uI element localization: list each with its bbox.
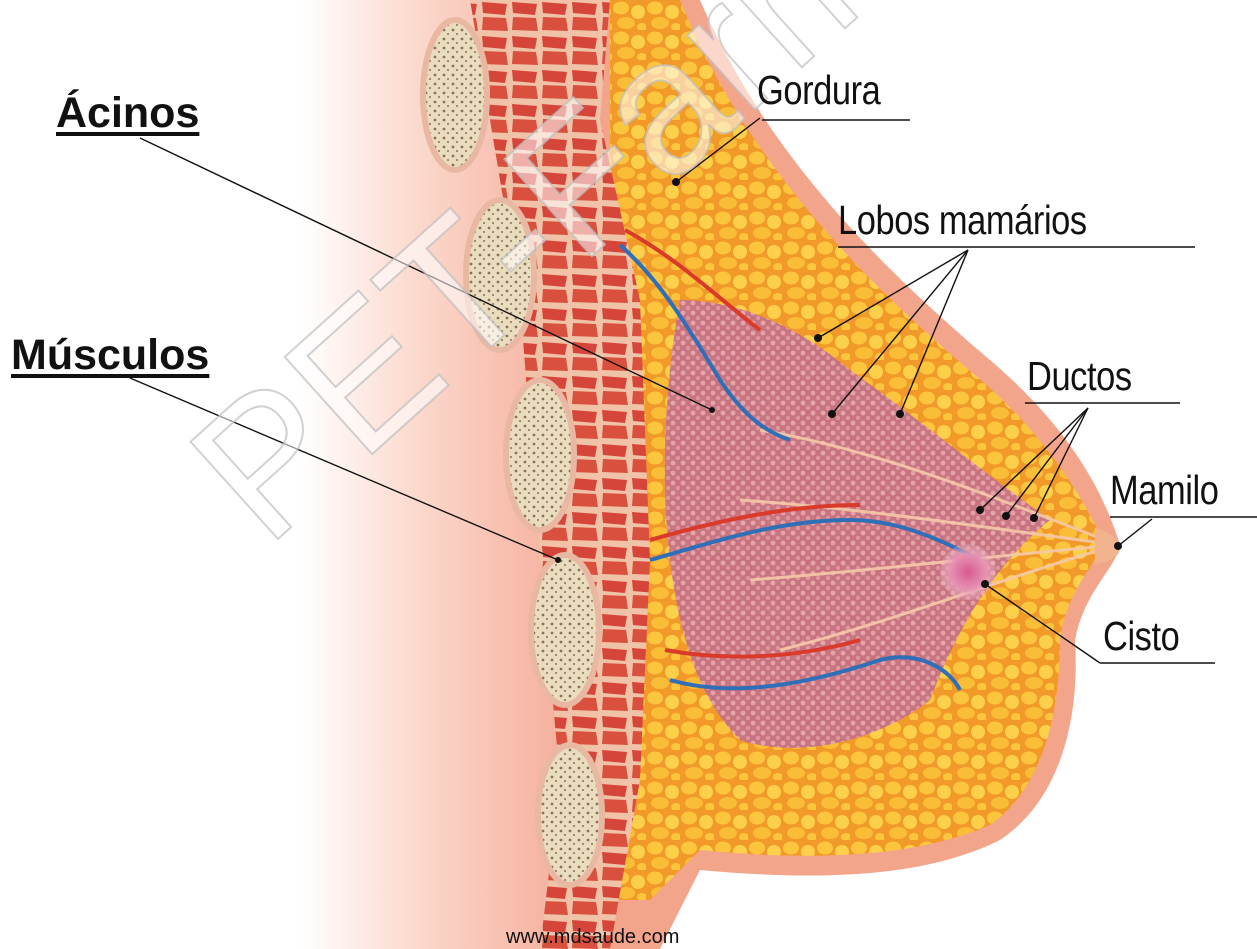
label-cisto: Cisto — [1103, 616, 1179, 657]
label-ductos: Ductos — [1027, 356, 1132, 397]
cyst — [940, 544, 996, 600]
label-lobos: Lobos mamários — [838, 200, 1087, 241]
label-musculos: Músculos — [11, 334, 209, 377]
label-gordura: Gordura — [757, 70, 880, 111]
source-url: www.mdsaude.com — [506, 926, 679, 949]
label-acinos: Ácinos — [56, 92, 199, 135]
label-mamilo: Mamilo — [1110, 470, 1218, 511]
